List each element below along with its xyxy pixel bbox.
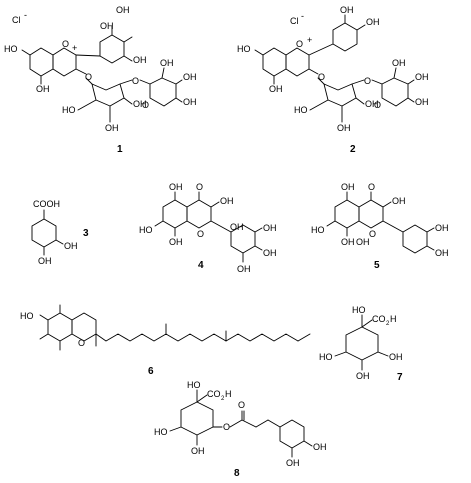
compound-8-oh-right-label: OH <box>313 442 327 452</box>
compound-8-ho-left-label: HO <box>154 427 168 437</box>
compound-8-number: 8 <box>234 468 240 479</box>
compound-2-ho-ch2-label: HO <box>294 105 308 115</box>
compound-4-ring-o-label: O <box>197 229 204 239</box>
compound-4-oh-c3-label: OH <box>220 196 234 206</box>
compound-1-chloride-label: Cl <box>12 15 21 25</box>
compound-4-oh-c8-label: OH <box>169 237 183 247</box>
compound-3-number: 3 <box>83 228 89 239</box>
compound-7-structure <box>334 314 389 371</box>
compound-2-charge-minus-label: - <box>301 11 304 21</box>
compound-2-glucose-oh-bottom-label: OH <box>337 123 351 133</box>
compound-3-oh-right-label: OH <box>64 241 78 251</box>
compound-5-structure <box>326 191 435 254</box>
compound-1-structure <box>21 25 183 123</box>
compound-8-co-label: CO <box>207 389 221 399</box>
compound-4-oh-b-bottom-label: OH <box>237 264 251 274</box>
compound-3-oh-bottom-label: OH <box>38 256 52 266</box>
compound-2-oh-right-label: OH <box>366 17 380 27</box>
compound-7-oh-right-label: OH <box>389 352 403 362</box>
compound-8-oh-bottom-ring-label: OH <box>286 458 300 468</box>
compound-1-xylose-oh-right-label: OH <box>183 72 197 82</box>
compound-7-co2-subscript-label: 2 <box>386 321 390 327</box>
compound-5-oh-b-right-label: OH <box>435 248 449 258</box>
compound-5-ho-left-label: HO <box>311 225 325 235</box>
compound-1-glucose-oh-bottom-label: OH <box>105 123 119 133</box>
compound-1-charge-minus-label: - <box>24 10 27 20</box>
compound-8-carbonyl-o-label: O <box>238 400 245 410</box>
compound-2-xylose-ring-o-label: O <box>374 100 381 110</box>
compound-4-ho-left-label: HO <box>139 225 153 235</box>
compound-4-structure <box>154 191 263 263</box>
compound-2-structure <box>254 14 415 123</box>
compound-5-oh-c3-label: OH <box>392 196 406 206</box>
compound-2-glycosidic-o-label: O <box>318 72 325 82</box>
compound-1-oh-top-label: OH <box>116 5 130 15</box>
compound-1-number: 1 <box>117 144 123 155</box>
compound-4-number: 4 <box>198 260 204 271</box>
compound-2-glucose-oh-right-label: OH <box>365 99 379 109</box>
compound-5-oh-top-left-label: OH <box>341 182 355 192</box>
compound-3-cooh-label: COOH <box>33 199 60 209</box>
compound-2-xylose-oh-bottom-label: OH <box>415 97 429 107</box>
compound-1-oh-bottom-label: OH <box>36 84 50 94</box>
compound-4-oh-b-extra-label: OH <box>230 222 244 232</box>
compound-7-number: 7 <box>397 372 403 383</box>
compound-5-oh-c8-label: OH <box>341 237 355 247</box>
compound-5-oh-extra-label: OH <box>356 237 370 247</box>
compound-1-ho-ch2-label: HO <box>62 105 76 115</box>
compound-2-oh-top-label: OH <box>340 5 354 15</box>
compound-8-ho-label: HO <box>187 380 201 390</box>
compound-8-h-label: H <box>225 389 232 399</box>
compound-1-xylose-oh-top-label: OH <box>160 58 174 68</box>
compound-2-number: 2 <box>350 144 356 155</box>
compound-4-oh-top-left-label: OH <box>169 182 183 192</box>
compound-4-oh-b-right-label: OH <box>263 248 277 258</box>
compound-2-chloride-label: Cl <box>290 16 299 26</box>
compound-1-glycosidic-o-label: O <box>85 72 92 82</box>
compound-2-ho-left-label: HO <box>237 44 251 54</box>
compound-5-ring-o-label: O <box>369 229 376 239</box>
compound-1-xylose-ring-o-label: O <box>142 100 149 110</box>
compound-7-ho-label: HO <box>352 305 366 315</box>
compound-7-co-label: CO <box>372 314 386 324</box>
compound-2-charge-plus-label: + <box>307 35 312 45</box>
compound-5-carbonyl-o-label: O <box>368 182 375 192</box>
compound-6-number: 6 <box>148 366 154 377</box>
compound-6-ring-o-label: O <box>78 338 85 348</box>
compound-1-oh-upper-left-label: OH <box>100 21 114 31</box>
compound-2-ring-o-label: O <box>296 39 303 49</box>
compound-8-structure <box>169 389 313 458</box>
compound-1-ho-left-label: HO <box>4 44 18 54</box>
compound-7-h-label: H <box>390 314 397 324</box>
compound-6-ho-label: HO <box>20 311 34 321</box>
compound-1-ring-o-label: O <box>62 39 69 49</box>
compound-1-xylose-oh-bottom-label: OH <box>183 97 197 107</box>
compound-5-number: 5 <box>374 260 380 271</box>
compound-4-oh-b-upper-label: OH <box>263 223 277 233</box>
compound-3-structure <box>31 209 64 256</box>
compound-6-structure <box>39 304 311 351</box>
compound-8-co2-subscript-label: 2 <box>221 396 225 402</box>
compound-1-glucose-oh-right-label: OH <box>133 99 147 109</box>
compound-2-oh-bottom-label: OH <box>269 84 283 94</box>
compound-7-ho-left-label: HO <box>319 352 333 362</box>
compound-2-linking-o-label: O <box>364 76 371 86</box>
compound-1-linking-o-label: O <box>132 76 139 86</box>
compound-2-xylose-oh-right-label: OH <box>415 72 429 82</box>
compound-7-oh-bottom-label: OH <box>356 371 370 381</box>
compound-2-xylose-oh-top-label: OH <box>392 58 406 68</box>
compound-8-oh-bottom-label: OH <box>191 446 205 456</box>
compound-8-ester-o-label: O <box>223 422 230 432</box>
compound-4-carbonyl-o-label: O <box>196 182 203 192</box>
compound-1-oh-right-label: OH <box>133 55 147 65</box>
compound-5-oh-b-upper-label: OH <box>435 223 449 233</box>
compound-1-charge-plus-label: + <box>72 43 77 53</box>
